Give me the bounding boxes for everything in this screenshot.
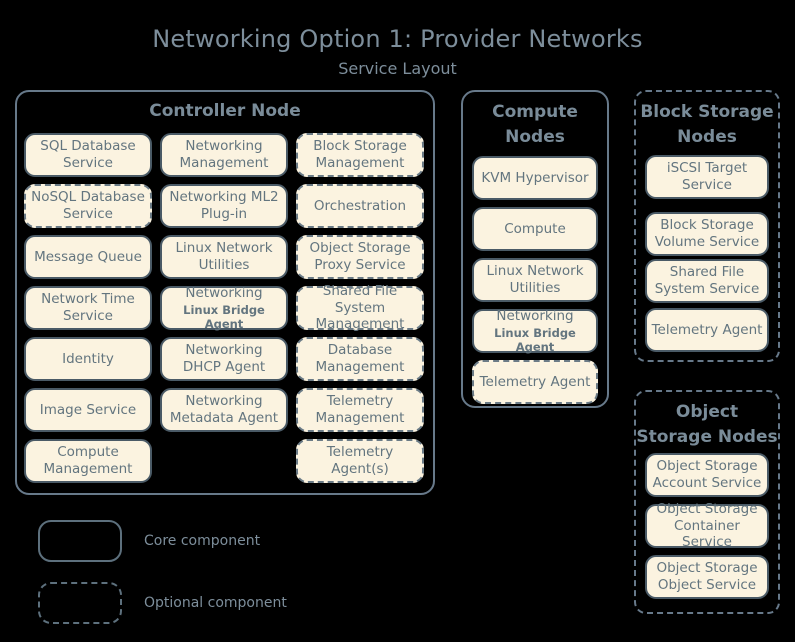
service-box-telemetry-management[interactable]: Telemetry Management [296, 388, 424, 432]
service-box-compute-linux-network-utilities[interactable]: Linux Network Utilities [472, 258, 598, 302]
panel-object-storage-nodes: Object Storage Nodes [634, 390, 780, 614]
legend-item-optional: Optional component [38, 582, 287, 624]
service-box-message-queue[interactable]: Message Queue [24, 235, 152, 279]
service-box-block-iscsi-target-service[interactable]: iSCSI Target Service [645, 155, 769, 199]
service-box-shared-file-system-management-label: Shared File System Management [315, 282, 405, 333]
service-box-object-object-storage-account-service-label: Object Storage Account Service [652, 458, 762, 491]
service-box-compute-kvm-hypervisor-label: KVM Hypervisor [481, 169, 589, 186]
service-box-object-object-storage-object-service-label: Object Storage Object Service [656, 560, 758, 593]
service-box-object-object-storage-account-service[interactable]: Object Storage Account Service [645, 453, 769, 497]
service-box-block-telemetry-agent-label: Telemetry Agent [651, 321, 763, 338]
service-box-linux-network-utilities[interactable]: Linux Network Utilities [160, 235, 288, 279]
service-box-block-iscsi-target-service-label: iSCSI Target Service [666, 160, 748, 193]
service-box-compute-management-label: Compute Management [43, 444, 133, 477]
service-box-block-block-storage-volume-service[interactable]: Block Storage Volume Service [645, 212, 769, 256]
panel-controller-node-title: Controller Node [149, 101, 301, 121]
service-box-networking-management[interactable]: Networking Management [160, 133, 288, 177]
panel-compute-nodes-title: Compute Nodes [492, 102, 578, 147]
legend-item-core: Core component [38, 520, 260, 562]
service-box-orchestration-label: Orchestration [313, 197, 407, 214]
service-box-object-object-storage-container-service-label: Object Storage Container Service [656, 500, 758, 551]
service-box-nosql-database-service[interactable]: NoSQL Database Service [24, 184, 152, 228]
service-box-compute-compute[interactable]: Compute [472, 207, 598, 251]
service-box-sql-database-service[interactable]: SQL Database Service [24, 133, 152, 177]
service-box-networking-dhcp-agent-label: Networking DHCP Agent [182, 342, 266, 375]
service-box-networking-metadata-agent-label: Networking Metadata Agent [169, 393, 279, 426]
service-box-compute-linux-network-utilities-label: Linux Network Utilities [486, 263, 584, 296]
service-box-orchestration[interactable]: Orchestration [296, 184, 424, 228]
panel-object-storage-nodes-title: Object Storage Nodes [636, 402, 778, 447]
service-box-object-object-storage-object-service[interactable]: Object Storage Object Service [645, 555, 769, 599]
service-box-compute-telemetry-agent[interactable]: Telemetry Agent [472, 360, 598, 404]
service-box-block-storage-management[interactable]: Block Storage Management [296, 133, 424, 177]
service-box-block-shared-file-system-service[interactable]: Shared File System Service [645, 259, 769, 303]
service-box-sql-database-service-label: SQL Database Service [40, 138, 136, 171]
service-box-networking-linux-bridge-agent-sublabel: Linux Bridge Agent [183, 302, 265, 331]
panel-block-storage-nodes-title: Block Storage Nodes [640, 102, 774, 147]
service-box-message-queue-label: Message Queue [34, 248, 142, 265]
service-box-telemetry-management-label: Telemetry Management [315, 393, 405, 426]
service-box-image-service[interactable]: Image Service [24, 388, 152, 432]
service-box-compute-kvm-hypervisor[interactable]: KVM Hypervisor [472, 156, 598, 200]
service-box-object-storage-proxy-service[interactable]: Object Storage Proxy Service [296, 235, 424, 279]
service-box-telemetry-agent-s[interactable]: Telemetry Agent(s) [296, 439, 424, 483]
service-box-nosql-database-service-label: NoSQL Database Service [31, 189, 145, 222]
service-box-compute-networking-linux-bridge-agent-label: Networking [496, 307, 574, 324]
legend-label-core: Core component [144, 533, 261, 549]
service-box-identity[interactable]: Identity [24, 337, 152, 381]
service-box-networking-ml2-plug-in[interactable]: Networking ML2 Plug-in [160, 184, 288, 228]
service-box-compute-telemetry-agent-label: Telemetry Agent [479, 373, 591, 390]
panel-block-storage-nodes: Block Storage Nodes [634, 90, 780, 362]
page-title: Networking Option 1: Provider Networks [152, 25, 643, 53]
service-box-shared-file-system-management[interactable]: Shared File System Management [296, 283, 424, 332]
service-box-block-shared-file-system-service-label: Shared File System Service [654, 264, 760, 297]
service-box-networking-ml2-plug-in-label: Networking ML2 Plug-in [169, 189, 279, 222]
service-box-networking-linux-bridge-agent-label: Networking [185, 284, 263, 301]
service-box-networking-dhcp-agent[interactable]: Networking DHCP Agent [160, 337, 288, 381]
page-subtitle: Service Layout [338, 59, 457, 78]
legend-swatch-optional [38, 582, 122, 624]
service-box-telemetry-agent-s-label: Telemetry Agent(s) [326, 444, 394, 477]
legend-swatch-core [38, 520, 122, 562]
service-box-networking-metadata-agent[interactable]: Networking Metadata Agent [160, 388, 288, 432]
service-box-object-object-storage-container-service[interactable]: Object Storage Container Service [645, 501, 769, 550]
service-box-block-block-storage-volume-service-label: Block Storage Volume Service [654, 217, 760, 250]
service-box-database-management-label: Database Management [315, 342, 405, 375]
service-box-block-telemetry-agent[interactable]: Telemetry Agent [645, 308, 769, 352]
service-box-compute-management[interactable]: Compute Management [24, 439, 152, 483]
panel-controller-node: Controller Node [15, 90, 435, 495]
service-box-block-storage-management-label: Block Storage Management [313, 138, 407, 171]
legend-label-optional: Optional component [144, 595, 287, 611]
service-box-database-management[interactable]: Database Management [296, 337, 424, 381]
service-box-network-time-service-label: Network Time Service [41, 291, 135, 324]
service-box-image-service-label: Image Service [39, 401, 137, 418]
service-box-object-storage-proxy-service-label: Object Storage Proxy Service [309, 240, 411, 273]
panel-compute-nodes: Compute Nodes [461, 90, 609, 408]
service-box-linux-network-utilities-label: Linux Network Utilities [175, 240, 273, 273]
service-box-network-time-service[interactable]: Network Time Service [24, 286, 152, 330]
service-box-compute-compute-label: Compute [504, 220, 566, 237]
service-box-compute-networking-linux-bridge-agent-sublabel: Linux Bridge Agent [494, 325, 576, 354]
service-box-networking-management-label: Networking Management [179, 138, 269, 171]
service-box-identity-label: Identity [62, 350, 114, 367]
